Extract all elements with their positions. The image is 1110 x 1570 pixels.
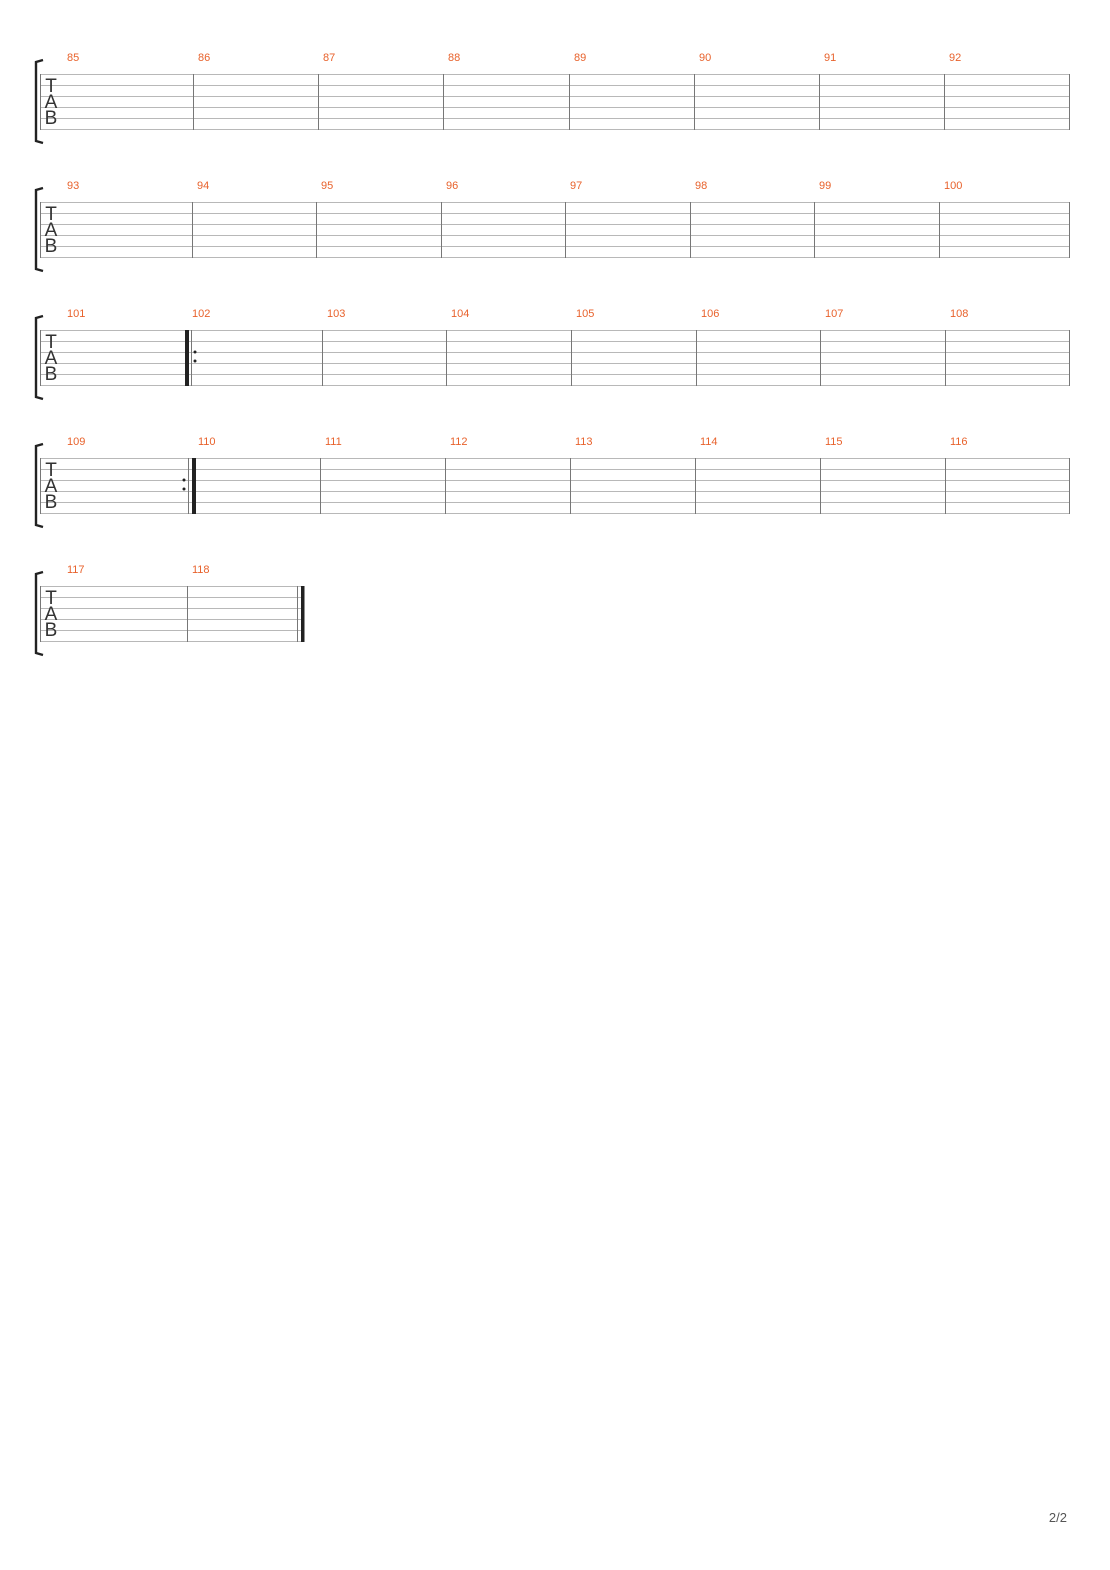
measure-number: 117 bbox=[67, 564, 85, 576]
repeat-start-thick-bar bbox=[185, 330, 189, 386]
measure-number: 105 bbox=[576, 308, 594, 320]
measure-number: 85 bbox=[67, 52, 79, 64]
page-number: 2/2 bbox=[1048, 1510, 1067, 1525]
measure-number: 88 bbox=[448, 52, 460, 64]
measure-number: 86 bbox=[198, 52, 210, 64]
repeat-dot bbox=[193, 359, 197, 363]
measure-number: 115 bbox=[825, 436, 843, 448]
tab-clef-letter: A bbox=[45, 348, 58, 369]
measure-number: 112 bbox=[450, 436, 468, 448]
repeat-dot bbox=[193, 350, 197, 354]
measure-number: 104 bbox=[451, 308, 469, 320]
measure-number: 99 bbox=[819, 180, 831, 192]
tab-clef-letter: B bbox=[45, 108, 58, 129]
tab-system: TAB 101 102 103 104 105 106 107 108 bbox=[34, 308, 1070, 401]
measure-number: 95 bbox=[321, 180, 333, 192]
tab-clef-letter: T bbox=[45, 204, 57, 225]
tab-clef-letter: T bbox=[45, 588, 57, 609]
measure-number: 108 bbox=[950, 308, 968, 320]
measure-number: 118 bbox=[192, 564, 210, 576]
measure-number: 114 bbox=[700, 436, 718, 448]
measure-number: 107 bbox=[825, 308, 843, 320]
measure-number: 92 bbox=[949, 52, 961, 64]
measure-number: 101 bbox=[67, 308, 85, 320]
measure-number: 89 bbox=[574, 52, 586, 64]
system-bracket bbox=[34, 314, 44, 401]
measure-number: 111 bbox=[325, 436, 342, 448]
measure-number: 93 bbox=[67, 180, 79, 192]
system-bracket bbox=[34, 570, 44, 657]
tab-clef-letter: A bbox=[45, 604, 58, 625]
measure-number: 113 bbox=[575, 436, 593, 448]
measure-number: 109 bbox=[67, 436, 85, 448]
measure-number: 116 bbox=[950, 436, 968, 448]
measure-number: 87 bbox=[323, 52, 335, 64]
repeat-dot bbox=[182, 478, 186, 482]
measure-number: 97 bbox=[570, 180, 582, 192]
measure-number: 103 bbox=[327, 308, 345, 320]
tab-clef-letter: B bbox=[45, 620, 58, 641]
repeat-dot bbox=[182, 487, 186, 491]
system-bracket bbox=[34, 442, 44, 529]
tab-clef-letter: B bbox=[45, 236, 58, 257]
measure-number: 100 bbox=[944, 180, 962, 192]
measure-number: 98 bbox=[695, 180, 707, 192]
system-bracket bbox=[34, 58, 44, 145]
tab-system: TAB 85 86 87 88 89 90 91 92 bbox=[34, 52, 1070, 145]
tab-clef-letter: T bbox=[45, 332, 57, 353]
tab-clef-letter: A bbox=[45, 220, 58, 241]
measure-number: 90 bbox=[699, 52, 711, 64]
tab-clef-letter: B bbox=[45, 492, 58, 513]
measure-number: 94 bbox=[197, 180, 209, 192]
system-bracket bbox=[34, 186, 44, 273]
measure-number: 102 bbox=[192, 308, 210, 320]
repeat-end-thick-bar bbox=[192, 458, 196, 514]
final-barline bbox=[301, 586, 305, 642]
tab-system: TAB 117 118 bbox=[34, 564, 305, 657]
tab-clef-letter: B bbox=[45, 364, 58, 385]
measure-number: 96 bbox=[446, 180, 458, 192]
tab-system: TAB 93 94 95 96 97 98 99 100 bbox=[34, 180, 1070, 273]
tab-clef-letter: A bbox=[45, 476, 58, 497]
tab-clef-letter: A bbox=[45, 92, 58, 113]
measure-number: 106 bbox=[701, 308, 719, 320]
tab-clef-letter: T bbox=[45, 460, 57, 481]
tab-clef-letter: T bbox=[45, 76, 57, 97]
measure-number: 91 bbox=[824, 52, 836, 64]
measure-number: 110 bbox=[198, 436, 216, 448]
tab-system: TAB 109 110 111 112 113 114 115 116 bbox=[34, 436, 1070, 529]
